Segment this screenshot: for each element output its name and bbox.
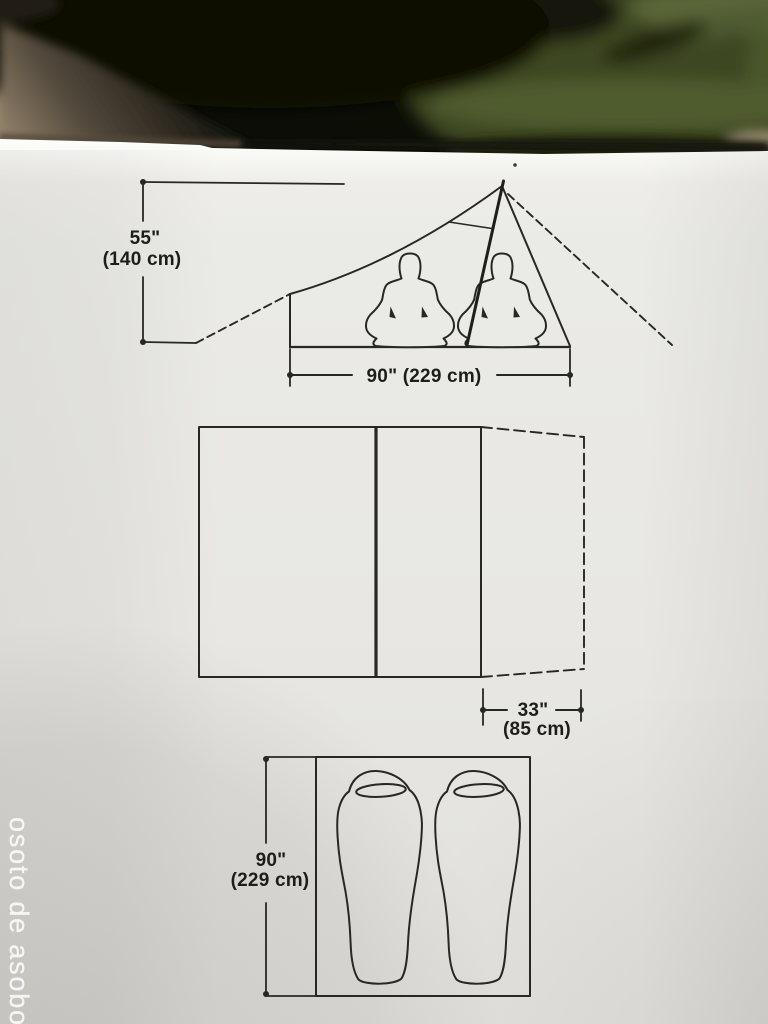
- svg-text:33": 33": [518, 700, 549, 721]
- svg-text:55": 55": [130, 228, 161, 249]
- svg-text:(229 cm): (229 cm): [231, 870, 310, 891]
- svg-text:90": 90": [256, 850, 287, 871]
- svg-text:(140 cm): (140 cm): [103, 249, 182, 270]
- svg-text:osoto de asobo: osoto de asobo: [4, 817, 34, 1024]
- svg-text:90" (229 cm): 90" (229 cm): [367, 366, 482, 387]
- svg-text:(85 cm): (85 cm): [503, 719, 571, 740]
